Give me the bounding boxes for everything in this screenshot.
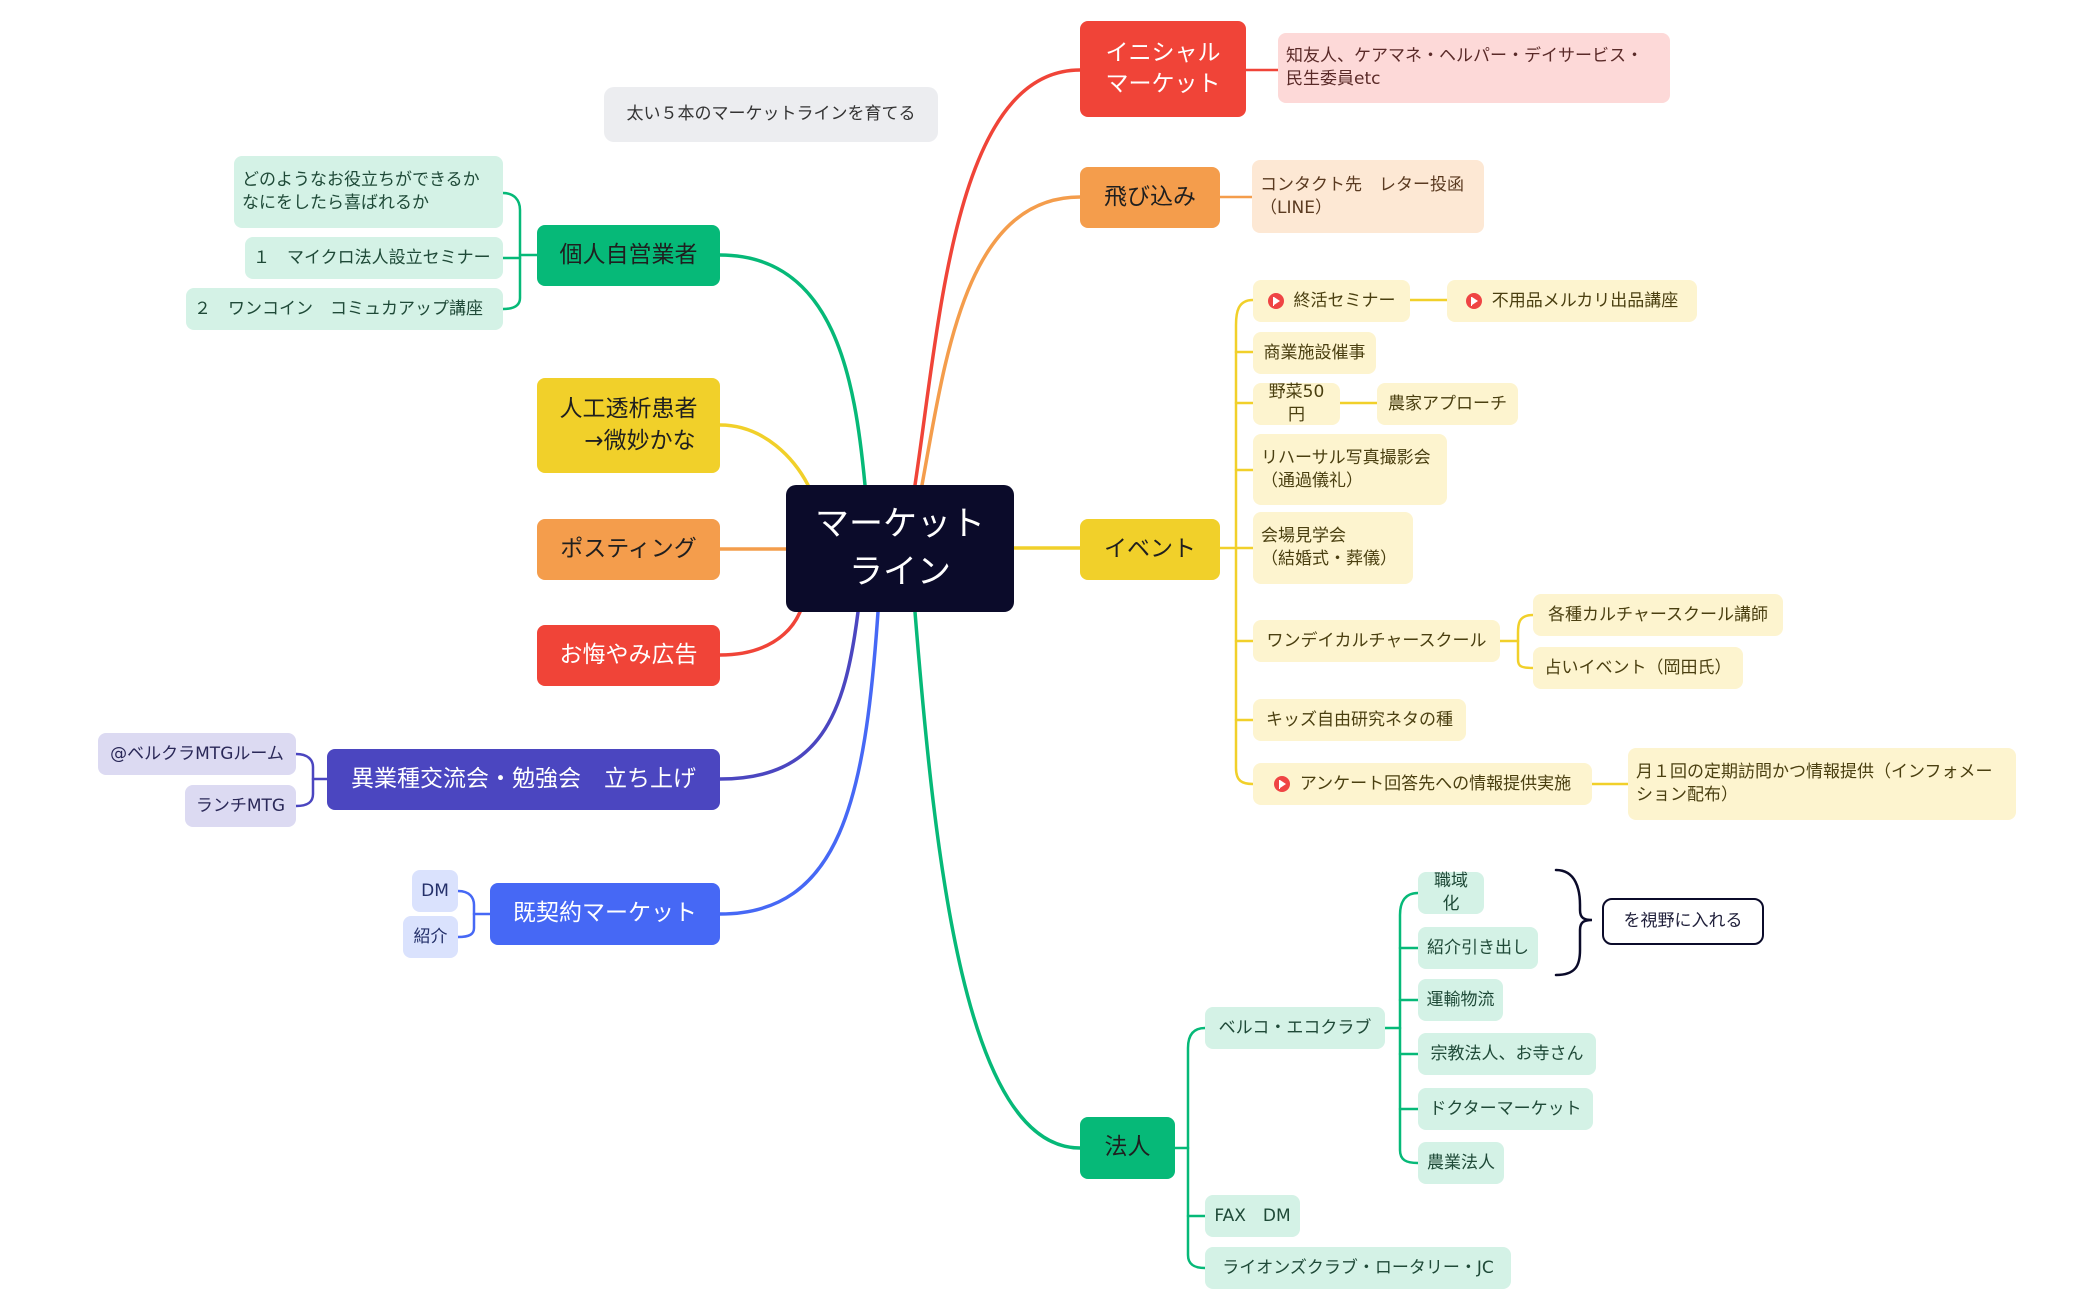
hojin-item-1[interactable]: 紹介引き出し bbox=[1418, 927, 1538, 969]
event-monthly-visit[interactable]: 月１回の定期訪問かつ情報提供（インフォメー ション配布） bbox=[1628, 748, 2016, 820]
branch-tobikomi[interactable]: 飛び込み bbox=[1080, 167, 1220, 228]
event-culture-instructor[interactable]: 各種カルチャースクール講師 bbox=[1533, 594, 1783, 636]
branch-touseki[interactable]: 人工透析患者 →微妙かな bbox=[537, 378, 720, 473]
central-topic[interactable]: マーケット ライン bbox=[786, 485, 1014, 612]
branch-okuyami[interactable]: お悔やみ広告 bbox=[537, 625, 720, 686]
event-survey-info[interactable]: アンケート回答先への情報提供実施 bbox=[1253, 763, 1592, 805]
branch-line-tobikomi bbox=[920, 195, 1082, 487]
kikeiyaku-item-1[interactable]: 紹介 bbox=[403, 916, 458, 958]
event-commercial-facility[interactable]: 商業施設催事 bbox=[1253, 332, 1376, 374]
branch-line-kojin bbox=[718, 253, 867, 487]
callout-brace bbox=[1554, 868, 1593, 977]
branch-line-okuyami bbox=[718, 610, 802, 657]
flag-icon bbox=[1273, 776, 1290, 792]
branch-line-touseki bbox=[718, 423, 810, 487]
flag-icon bbox=[1465, 293, 1482, 309]
event-vegetables[interactable]: 野菜50円 bbox=[1253, 382, 1340, 425]
branch-event[interactable]: イベント bbox=[1080, 519, 1220, 580]
tobikomi-detail[interactable]: コンタクト先 レター投函 （LINE） bbox=[1252, 160, 1484, 233]
branch-hojin[interactable]: 法人 bbox=[1080, 1117, 1175, 1179]
event-fortune-event[interactable]: 占いイベント（岡田氏） bbox=[1533, 647, 1743, 689]
floating-note[interactable]: 太い５本のマーケットラインを育てる bbox=[604, 87, 938, 142]
branch-kojin[interactable]: 個人自営業者 bbox=[537, 225, 720, 286]
hojin-bellco-ecoclub[interactable]: ベルコ・エコクラブ bbox=[1205, 1007, 1385, 1049]
branch-posting[interactable]: ポスティング bbox=[537, 519, 720, 580]
hojin-item-5[interactable]: 農業法人 bbox=[1418, 1142, 1504, 1184]
initial-market-detail[interactable]: 知友人、ケアマネ・ヘルパー・デイサービス・ 民生委員etc bbox=[1278, 33, 1670, 103]
hojin-lions-club[interactable]: ライオンズクラブ・ロータリー・JC bbox=[1205, 1247, 1511, 1289]
hojin-item-4[interactable]: ドクターマーケット bbox=[1418, 1088, 1593, 1130]
event-shukatsu-seminar[interactable]: 終活セミナー bbox=[1253, 280, 1410, 322]
event-rehearsal-photo[interactable]: リハーサル写真撮影会 （通過儀礼） bbox=[1253, 434, 1447, 505]
hojin-item-3[interactable]: 宗教法人、お寺さん bbox=[1418, 1033, 1596, 1075]
event-oneday-culture-school[interactable]: ワンデイカルチャースクール bbox=[1253, 620, 1500, 662]
kojin-item-0[interactable]: どのようなお役立ちができるか なにをしたら喜ばれるか bbox=[234, 156, 503, 228]
branch-kikeiyaku[interactable]: 既契約マーケット bbox=[490, 883, 720, 945]
kojin-item-2[interactable]: ２ ワンコイン コミュカアップ講座 bbox=[186, 288, 503, 330]
hojin-item-2[interactable]: 運輸物流 bbox=[1418, 979, 1503, 1021]
kikeiyaku-item-0[interactable]: DM bbox=[412, 870, 458, 912]
branch-igyoshu[interactable]: 異業種交流会・勉強会 立ち上げ bbox=[327, 749, 720, 810]
igyoshu-item-1[interactable]: ランチMTG bbox=[185, 785, 296, 827]
hojin-fax-dm[interactable]: FAX DM bbox=[1205, 1195, 1300, 1237]
event-farmer-approach[interactable]: 農家アプローチ bbox=[1377, 383, 1518, 425]
branch-line-kikeiyaku bbox=[718, 610, 880, 916]
kojin-item-1[interactable]: １ マイクロ法人設立セミナー bbox=[245, 237, 503, 279]
igyoshu-item-0[interactable]: @ベルクラMTGルーム bbox=[98, 733, 296, 775]
hojin-item-0[interactable]: 職域化 bbox=[1418, 871, 1484, 914]
event-kids-research[interactable]: キッズ自由研究ネタの種 bbox=[1253, 699, 1466, 741]
hojin-callout[interactable]: を視野に入れる bbox=[1602, 898, 1764, 945]
event-mercari-course[interactable]: 不用品メルカリ出品講座 bbox=[1447, 280, 1697, 322]
branch-line-igyoshu bbox=[718, 610, 860, 781]
branch-initial-market[interactable]: イニシャル マーケット bbox=[1080, 21, 1246, 117]
event-venue-tour[interactable]: 会場見学会 （結婚式・葬儀） bbox=[1253, 512, 1413, 584]
branch-line-hojin bbox=[913, 610, 1082, 1150]
flag-icon bbox=[1267, 293, 1284, 309]
branch-line-initial bbox=[913, 68, 1082, 487]
